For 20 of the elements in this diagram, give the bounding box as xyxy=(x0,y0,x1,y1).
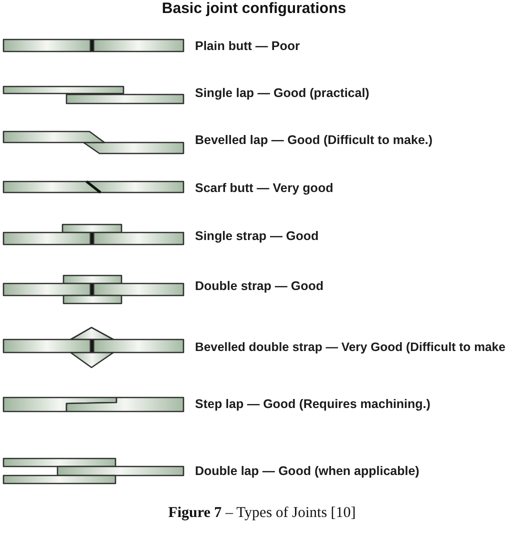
joint-rating-label: Single strap — Good xyxy=(195,228,319,244)
joint-rating-label: Single lap — Good (practical) xyxy=(195,86,370,100)
diagram-title: Basic joint configurations xyxy=(162,0,346,17)
double-lap-joint-drawing xyxy=(2,456,184,484)
lap-joint-drawing xyxy=(2,84,184,104)
step-lap-joint-drawing xyxy=(2,396,184,412)
joint-rating-label: Double strap — Good xyxy=(195,278,324,294)
joint-rating-label: Plain butt — Poor xyxy=(195,38,300,54)
double-strap-joint-drawing xyxy=(2,274,184,304)
joint-rating-label: Bevelled double strap — Very Good (Difficult to make xyxy=(195,340,506,354)
bevelled-strap-joint-drawing xyxy=(2,326,184,368)
strap-joint-drawing xyxy=(2,222,184,246)
bevelled-lap-joint-drawing xyxy=(2,130,184,154)
butt-joint-drawing xyxy=(2,38,184,52)
joint-rating-label: Step lap — Good (Requires machining.) xyxy=(195,396,430,412)
figure-caption: Figure 7 – Types of Joints [10] xyxy=(168,504,356,522)
joint-rating-label: Double lap — Good (when applicable) xyxy=(195,464,420,478)
joint-rating-label: Scarf butt — Very good xyxy=(195,180,334,196)
joint-rating-label: Bevelled lap — Good (Difficult to make.) xyxy=(195,132,433,148)
scarf-joint-drawing xyxy=(2,180,184,194)
